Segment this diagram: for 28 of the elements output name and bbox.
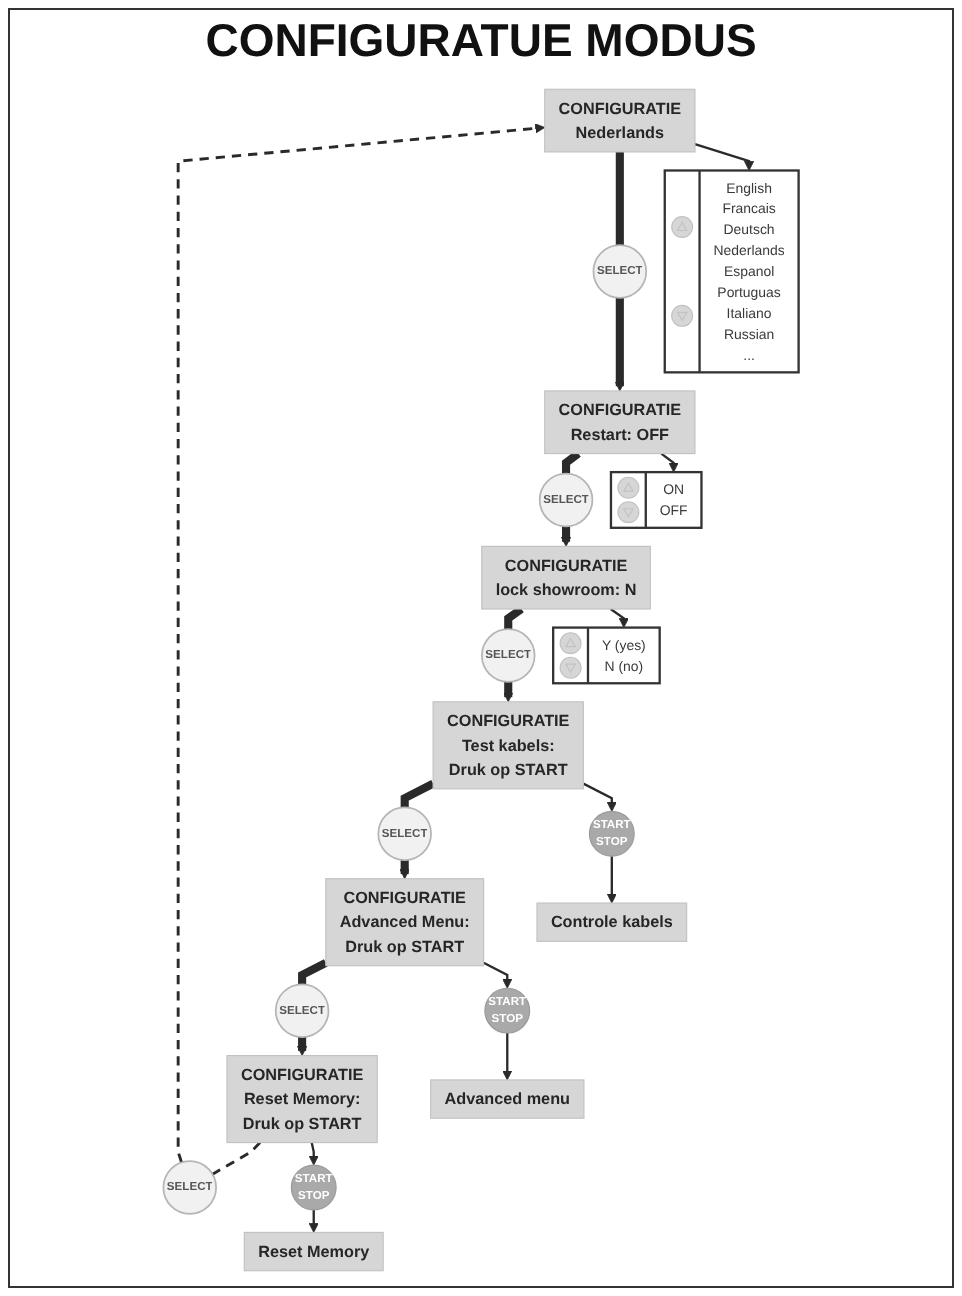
- arrow: [483, 961, 513, 989]
- arrow: [176, 123, 546, 1163]
- arrow: [503, 681, 514, 703]
- node-box: Reset Memory: [243, 1231, 384, 1272]
- arrow: [614, 297, 625, 392]
- arrow: [502, 1033, 513, 1081]
- arrow: [660, 452, 679, 473]
- node-box: CONFIGURATIE Nederlands: [544, 88, 696, 153]
- connector: [562, 450, 581, 474]
- arrow: [308, 1142, 319, 1166]
- connector: [504, 605, 524, 630]
- arrow: [694, 143, 755, 171]
- diagram-title: CONFIGURATUE MODUS: [205, 14, 757, 66]
- node-box: CONFIGURATIE Test kabels: Druk op START: [432, 701, 584, 790]
- node-box: CONFIGURATIE Advanced Menu: Druk op START: [325, 878, 485, 967]
- node-box: CONFIGURATIE Restart: OFF: [544, 390, 696, 455]
- connector: [615, 151, 624, 246]
- connector: [298, 959, 328, 985]
- connector: [211, 1141, 262, 1176]
- arrow: [582, 782, 617, 812]
- arrow: [609, 608, 629, 629]
- connector: [400, 780, 435, 808]
- arrow: [308, 1209, 319, 1233]
- node-box: CONFIGURATIE lock showroom: N: [481, 545, 651, 610]
- node-box: Advanced menu: [430, 1079, 585, 1119]
- node-box: CONFIGURATIE Reset Memory: Druk op START: [226, 1055, 378, 1144]
- node-box: Controle kabels: [536, 902, 688, 942]
- arrow: [606, 856, 617, 904]
